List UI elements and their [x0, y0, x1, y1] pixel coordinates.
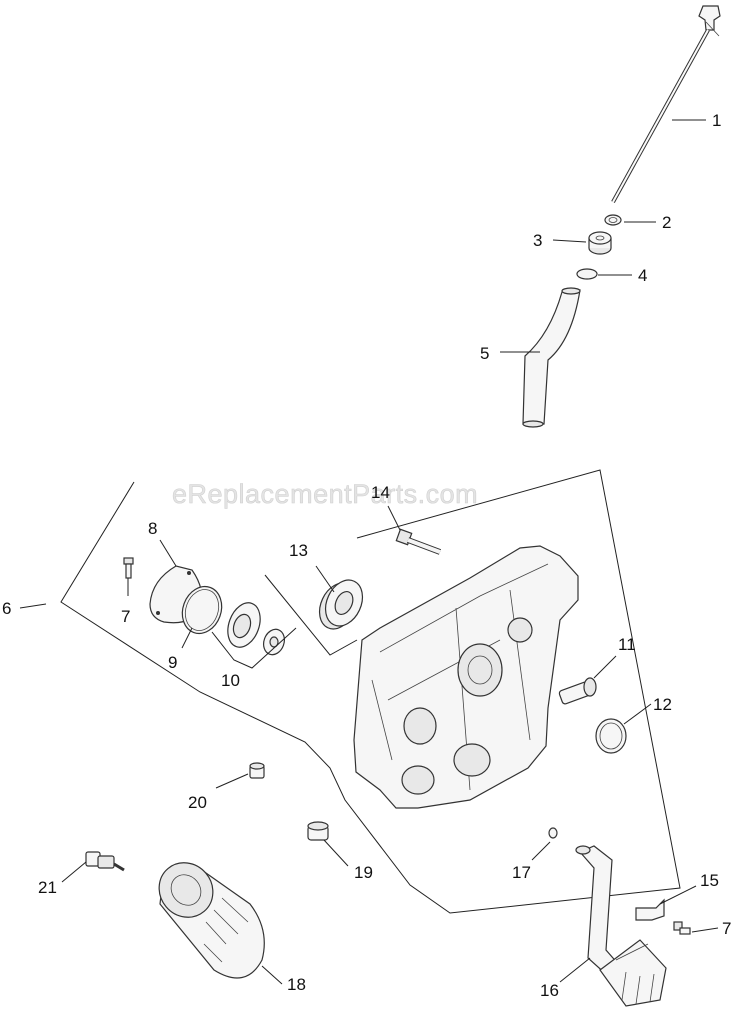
callout-11: 11	[618, 635, 636, 654]
assembly-outline	[60, 469, 681, 914]
callout-3: 3	[533, 231, 542, 250]
part-gear-set	[211, 602, 297, 669]
callout-1: 1	[712, 111, 721, 130]
callout-14: 14	[371, 483, 390, 502]
callout-7-right: 7	[722, 919, 731, 938]
part-screw-right	[673, 921, 691, 935]
callout-21: 21	[38, 878, 57, 897]
part-bolt	[395, 528, 442, 555]
part-dipstick	[611, 5, 721, 203]
leader-lines	[19, 119, 719, 985]
part-plug-small	[249, 762, 265, 779]
callout-19: 19	[354, 863, 373, 882]
callout-13: 13	[289, 541, 308, 560]
callout-16: 16	[540, 981, 559, 1000]
callout-15: 15	[700, 871, 719, 890]
part-drain-plug	[307, 821, 329, 841]
callout-9: 9	[168, 653, 177, 672]
part-oil-sensor	[85, 851, 125, 872]
part-o-ring-tube	[576, 268, 598, 280]
part-dipstick-tube	[522, 287, 581, 428]
callout-5: 5	[480, 344, 489, 363]
callout-12: 12	[653, 695, 672, 714]
callout-20: 20	[188, 793, 207, 812]
part-pin	[548, 827, 558, 839]
part-oil-fitting	[558, 677, 597, 705]
part-oil-filter	[158, 862, 265, 979]
part-washer-top	[604, 214, 622, 226]
part-crankcase-cover	[353, 545, 579, 809]
callout-8: 8	[148, 519, 157, 538]
callout-18: 18	[287, 975, 306, 994]
part-grommet	[588, 231, 612, 255]
part-o-ring-fitting	[595, 718, 627, 754]
part-bracket	[635, 898, 665, 921]
callout-2: 2	[662, 213, 671, 232]
part-oil-seal	[318, 579, 364, 630]
callout-10: 10	[221, 671, 240, 690]
callout-17: 17	[512, 863, 531, 882]
part-screw-left	[123, 557, 134, 579]
watermark: eReplacementParts.com	[172, 479, 478, 509]
callout-7-left: 7	[121, 607, 130, 626]
part-oil-pickup	[575, 845, 667, 1007]
callout-6: 6	[2, 599, 11, 618]
part-o-ring-cover	[181, 585, 223, 635]
callout-4: 4	[638, 266, 647, 285]
